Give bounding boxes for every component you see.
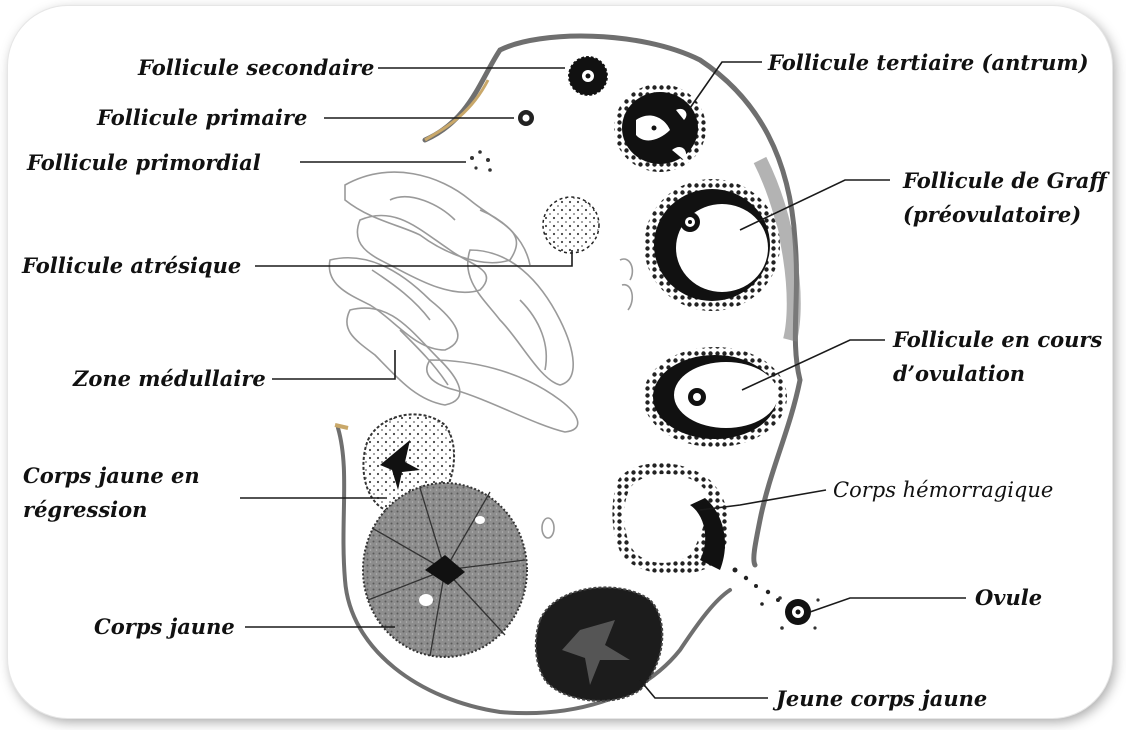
label-follicule-tertiaire: Follicule tertiaire (antrum) — [767, 50, 1089, 75]
follicule-ovulation-shape — [643, 347, 787, 447]
follicule-secondaire-shape — [568, 56, 608, 96]
label-corps-jaune-regression-line2: régression — [23, 497, 147, 522]
label-corps-jaune-regression-line1: Corps jaune en — [23, 463, 200, 488]
label-corps-jaune: Corps jaune — [94, 614, 235, 639]
label-follicule-graff-line1: Follicule de Graff — [902, 168, 1110, 193]
follicule-graff-shape — [644, 179, 780, 311]
label-follicule-secondaire: Follicule secondaire — [137, 55, 374, 80]
label-ovule: Ovule — [975, 585, 1042, 610]
label-follicule-primordial: Follicule primordial — [26, 150, 261, 175]
corps-jaune-shape — [363, 483, 527, 657]
label-zone-medullaire: Zone médullaire — [72, 366, 266, 391]
follicule-tertiaire-shape — [614, 84, 706, 172]
label-follicule-primaire: Follicule primaire — [96, 105, 307, 130]
label-follicule-graff-line2: (préovulatoire) — [903, 202, 1081, 227]
label-follicule-ovulation-line2: d’ovulation — [893, 361, 1025, 386]
label-corps-hemorragique: Corps hémorragique — [833, 478, 1053, 502]
ovary-diagram: Follicule secondaire Follicule primaire … — [8, 6, 1112, 718]
label-jeune-corps-jaune: Jeune corps jaune — [772, 686, 987, 711]
label-follicule-ovulation-line1: Follicule en cours — [892, 327, 1102, 352]
follicule-primaire-shape — [518, 110, 534, 126]
follicule-atresique-shape — [543, 197, 599, 253]
follicule-primordial-shape — [470, 150, 492, 172]
label-follicule-atresique: Follicule atrésique — [21, 253, 241, 278]
diagram-frame: Follicule secondaire Follicule primaire … — [8, 6, 1112, 718]
ovule-shape — [778, 596, 819, 630]
